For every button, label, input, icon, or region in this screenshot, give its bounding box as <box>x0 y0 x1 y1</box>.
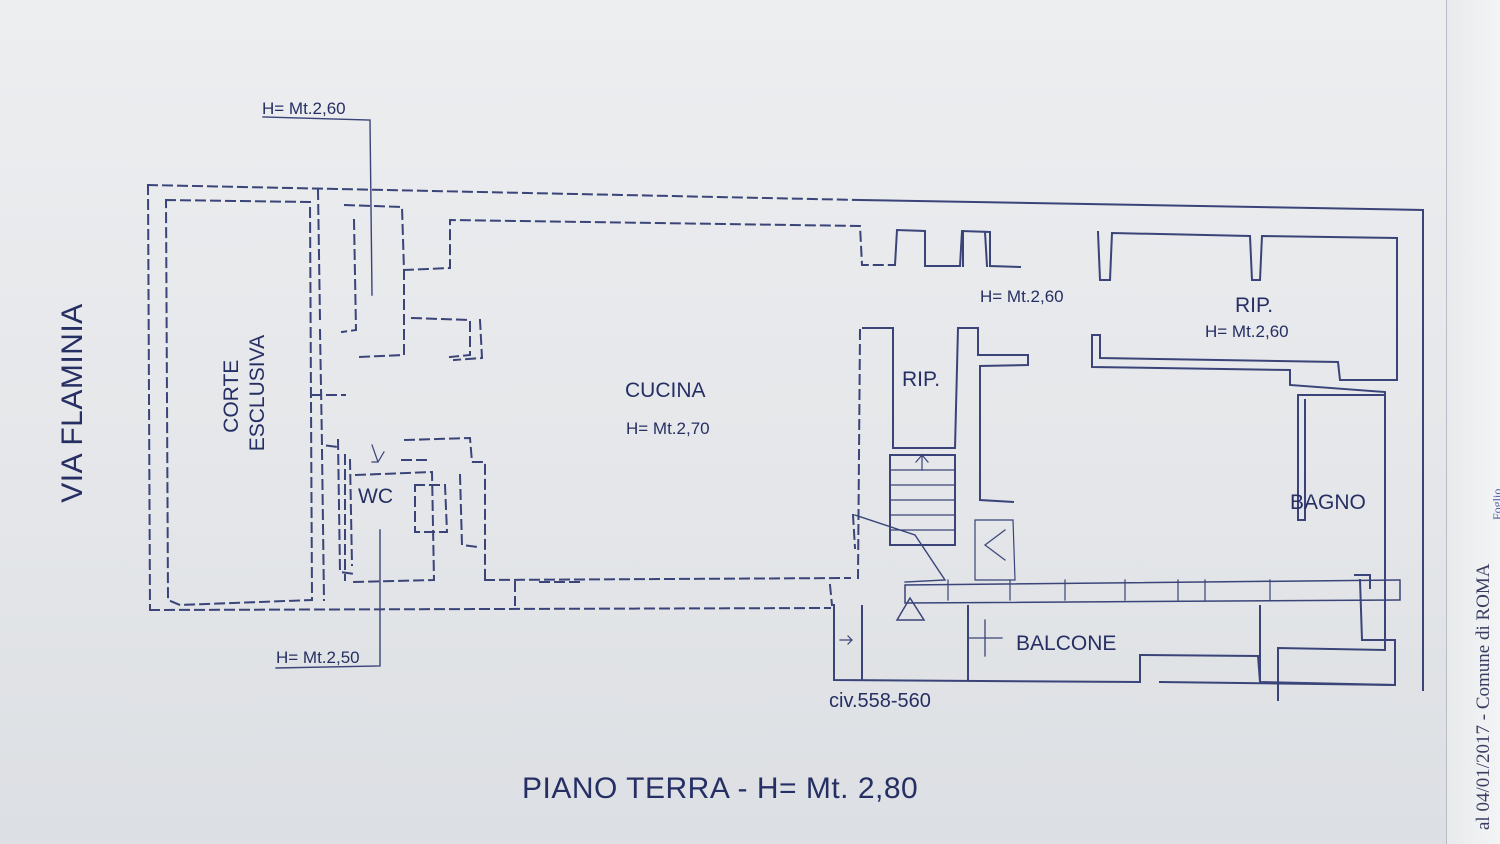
bagno-walls <box>1277 369 1386 701</box>
leader-bottom-left <box>275 529 381 669</box>
plan-title: PIANO TERRA - H= Mt. 2,80 <box>522 772 919 805</box>
outer-wall-right <box>858 198 1424 691</box>
rip-box <box>862 327 1029 504</box>
leader-top-left <box>262 116 373 296</box>
margin-strip <box>1446 0 1500 844</box>
wall-notch-1 <box>893 228 1022 269</box>
bathroom-label: BAGNO <box>1290 491 1366 514</box>
triangle-symbol <box>895 596 926 621</box>
street-label: VIA FLAMINIA <box>56 303 89 503</box>
height-bottom-left: H= Mt.2,50 <box>276 648 360 667</box>
courtyard-label: CORTE ESCLUSIVA <box>219 334 269 452</box>
wc-label: WC <box>358 485 393 508</box>
civic-number: civ.558-560 <box>829 690 931 712</box>
margin-stamp-text: al 04/01/2017 - Comune di ROMA <box>1473 563 1494 830</box>
storage-right-label: RIP. <box>1235 294 1274 317</box>
storage-right-height: H= Mt.2,60 <box>1205 322 1289 341</box>
height-top-left: H= Mt.2,60 <box>262 99 346 118</box>
kitchen-label: CUCINA <box>625 379 706 402</box>
corridor-height: H= Mt.2,60 <box>980 287 1064 306</box>
wall-notch-2 <box>962 230 989 268</box>
margin-tag-text: Foglio <box>1490 488 1500 520</box>
dashed-perimeter <box>146 183 896 612</box>
balcony-label: BALCONE <box>1016 632 1117 655</box>
kitchen-height: H= Mt.2,70 <box>626 419 710 438</box>
storage-center-label: RIP. <box>902 368 941 391</box>
